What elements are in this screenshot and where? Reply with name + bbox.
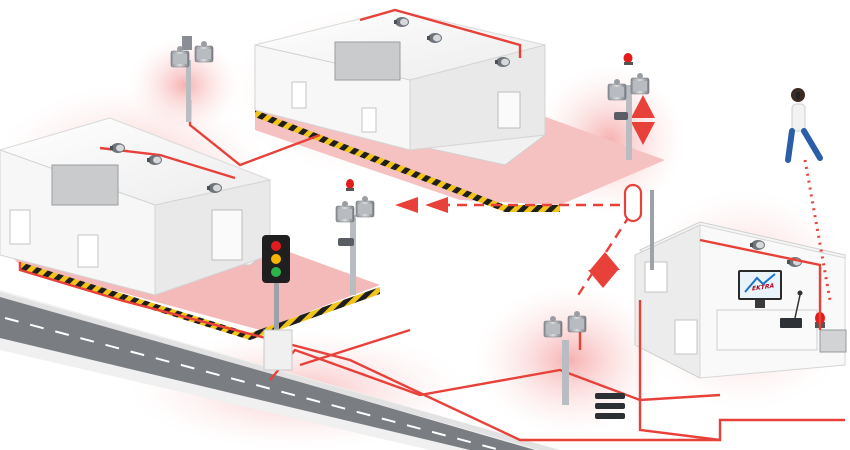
- connector-plug-icon: [595, 393, 625, 419]
- pole-speaker-center: [335, 179, 375, 295]
- pole-speaker-right: [607, 53, 650, 160]
- building-warehouse-back: [254, 9, 546, 166]
- pole-speaker-bottom: [543, 310, 587, 405]
- phone-link: [803, 159, 832, 301]
- door: [211, 209, 243, 261]
- speaker-horn-icon: [355, 195, 375, 218]
- pole-speaker-left: [170, 36, 214, 122]
- wall-box: [819, 329, 847, 353]
- desk: [716, 309, 818, 351]
- microphone-console-icon: [780, 290, 803, 328]
- computer-monitor-icon: [738, 270, 782, 308]
- speaker-horn-icon: [335, 200, 355, 223]
- wall-panel: [51, 164, 119, 206]
- building-warehouse-front: [0, 117, 272, 296]
- wireless-links: [440, 203, 632, 301]
- beacon-light-icon: [346, 179, 354, 191]
- beacon-light-icon: [623, 53, 633, 65]
- signal-node: [623, 183, 654, 270]
- person-on-phone-icon: [785, 88, 823, 163]
- signal-arrows: [395, 95, 655, 288]
- door: [497, 91, 521, 129]
- wall-panel: [334, 41, 401, 81]
- camera-icon: [614, 112, 628, 120]
- traffic-light-icon: [262, 235, 293, 371]
- camera-icon: [338, 238, 354, 246]
